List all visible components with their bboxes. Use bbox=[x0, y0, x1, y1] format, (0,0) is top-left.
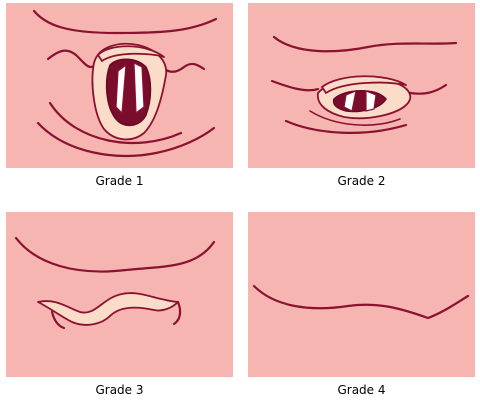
grade-4-illustration bbox=[248, 212, 475, 377]
right-vocal-cord bbox=[133, 62, 145, 115]
epiglottis-lower-edge bbox=[50, 310, 66, 330]
upper-fold-line bbox=[32, 9, 218, 35]
left-vocal-cord bbox=[343, 90, 357, 112]
outer-lower-arc bbox=[36, 121, 216, 158]
grade-3-illustration bbox=[6, 212, 233, 377]
upper-arch-fold bbox=[97, 45, 165, 62]
grade-4-larynx-drawing bbox=[252, 284, 470, 320]
grade-3-caption: Grade 3 bbox=[95, 383, 144, 397]
right-vocal-cord bbox=[365, 90, 377, 112]
grade-2-larynx-drawing bbox=[270, 35, 458, 134]
right-fold-edge bbox=[408, 83, 448, 95]
upper-fold-line bbox=[14, 236, 216, 273]
grade-2-illustration bbox=[248, 3, 475, 168]
grade-3-larynx-drawing bbox=[14, 236, 216, 330]
left-vocal-cord bbox=[115, 63, 127, 115]
epiglottis-right-edge bbox=[172, 300, 182, 326]
left-fold-edge bbox=[46, 49, 100, 69]
grade-4-caption: Grade 4 bbox=[337, 383, 386, 397]
inner-lower-arc bbox=[309, 110, 401, 126]
upper-fold-line bbox=[272, 35, 458, 53]
outer-lower-arc bbox=[284, 119, 408, 134]
grade-1-larynx-drawing bbox=[32, 9, 218, 158]
glottis-cavity bbox=[105, 58, 152, 127]
grade-1-caption: Grade 1 bbox=[95, 174, 144, 188]
inner-lower-arc bbox=[48, 101, 183, 145]
upper-arch-fold bbox=[321, 75, 407, 94]
pharyngeal-wall-line bbox=[252, 284, 470, 320]
grade-2-caption: Grade 2 bbox=[337, 174, 386, 188]
epiglottis-fold bbox=[37, 292, 179, 326]
left-fold-edge bbox=[270, 79, 320, 92]
grade-1-illustration bbox=[6, 3, 233, 168]
